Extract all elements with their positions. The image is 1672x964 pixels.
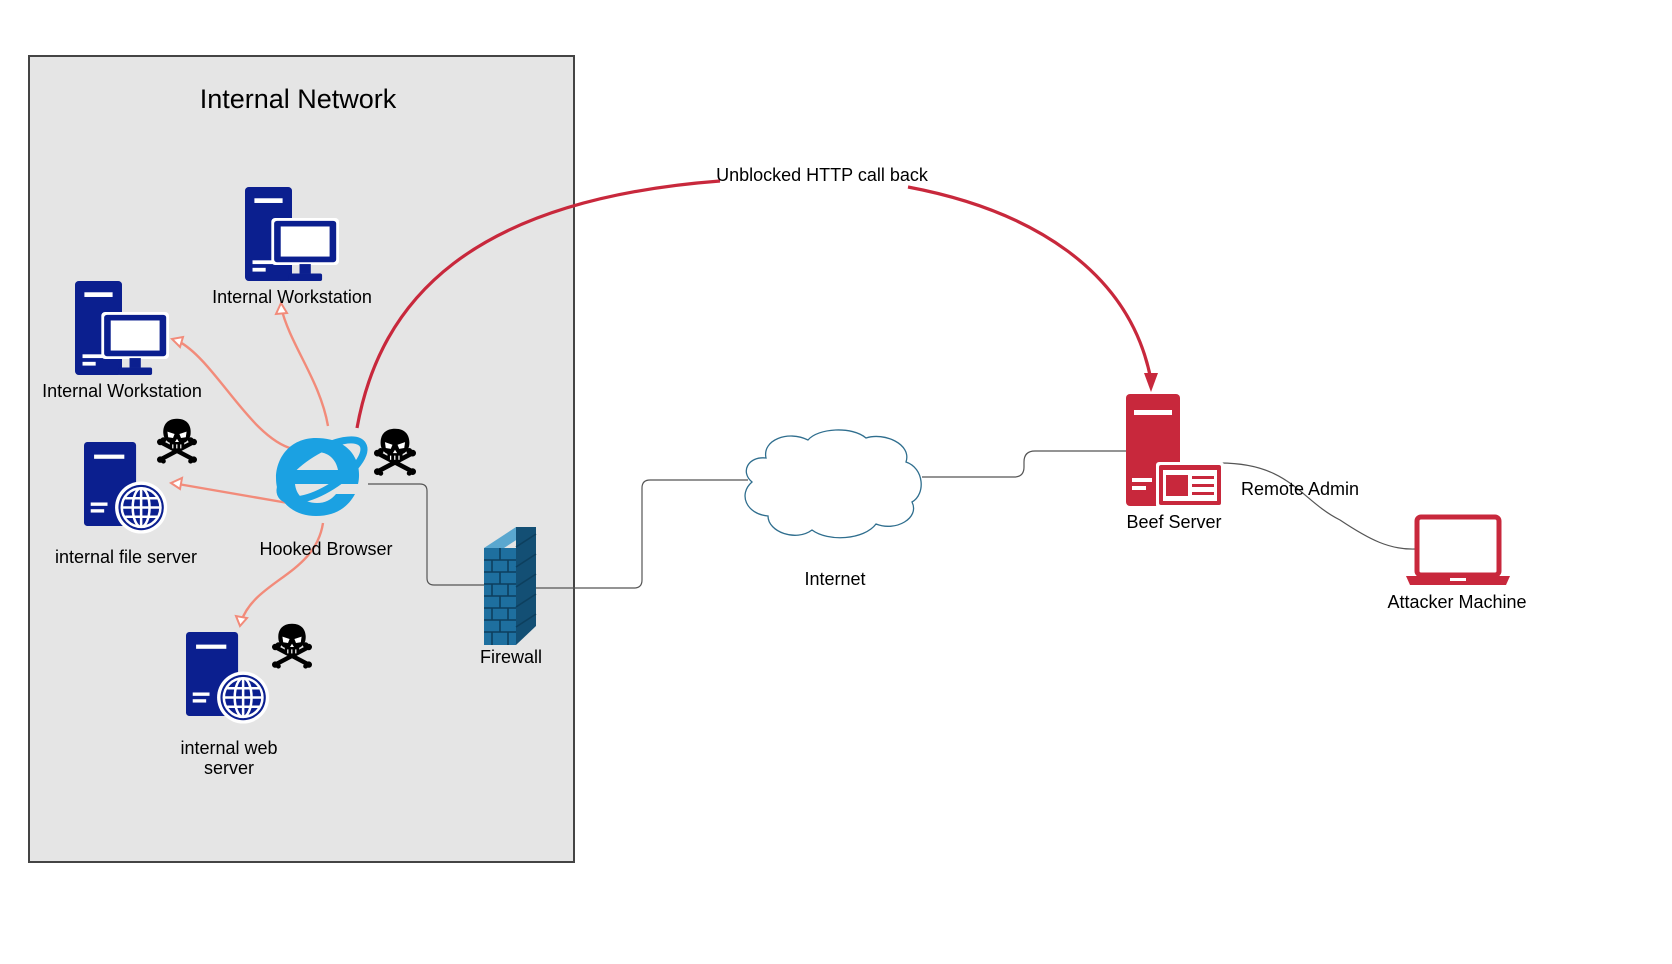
cloud-icon bbox=[744, 429, 922, 539]
firewall-label: Firewall bbox=[480, 647, 542, 667]
laptop-icon[interactable] bbox=[1406, 514, 1510, 585]
workstation-left-label: Internal Workstation bbox=[42, 381, 202, 401]
arrowhead-workstation-top bbox=[274, 300, 289, 316]
remote-admin-label: Remote Admin bbox=[1241, 479, 1359, 499]
firewall-icon[interactable] bbox=[484, 527, 537, 645]
beef-server-label: Beef Server bbox=[1126, 512, 1221, 532]
internet-to-beef-wire bbox=[922, 450, 1127, 478]
hook-arrow-web-server bbox=[239, 522, 325, 623]
callback-edge bbox=[355, 179, 1153, 429]
hook-arrowheads bbox=[168, 300, 289, 628]
arrowhead-file-server bbox=[168, 476, 184, 491]
web-server-label-line1: internal web bbox=[180, 738, 277, 758]
hook-arrow-workstation-top bbox=[279, 306, 330, 427]
server-icon[interactable] bbox=[1126, 394, 1224, 508]
web-server-label-line2: server bbox=[204, 758, 254, 778]
arrowhead-web-server bbox=[234, 614, 249, 628]
file-server-label: internal file server bbox=[55, 547, 197, 567]
hook-arrow-workstation-left bbox=[177, 339, 294, 451]
workstation-top-label: Internal Workstation bbox=[212, 287, 372, 307]
internet-explorer-icon[interactable] bbox=[271, 428, 373, 516]
remote-admin-wire bbox=[1219, 462, 1417, 550]
internet-label: Internet bbox=[804, 569, 865, 589]
arrowhead-workstation-left bbox=[169, 335, 185, 349]
hook-arrows bbox=[177, 306, 330, 623]
attacker-machine-label: Attacker Machine bbox=[1387, 592, 1526, 612]
hook-arrow-file-server bbox=[177, 482, 289, 505]
internal-network-title: Internal Network bbox=[200, 84, 397, 114]
hooked-browser-label: Hooked Browser bbox=[259, 539, 392, 559]
callback-arrowhead bbox=[1144, 373, 1158, 392]
firewall-to-internet-wire bbox=[534, 479, 748, 589]
callback-edge-label: Unblocked HTTP call back bbox=[716, 165, 929, 185]
browser-to-firewall-wire bbox=[368, 483, 488, 586]
